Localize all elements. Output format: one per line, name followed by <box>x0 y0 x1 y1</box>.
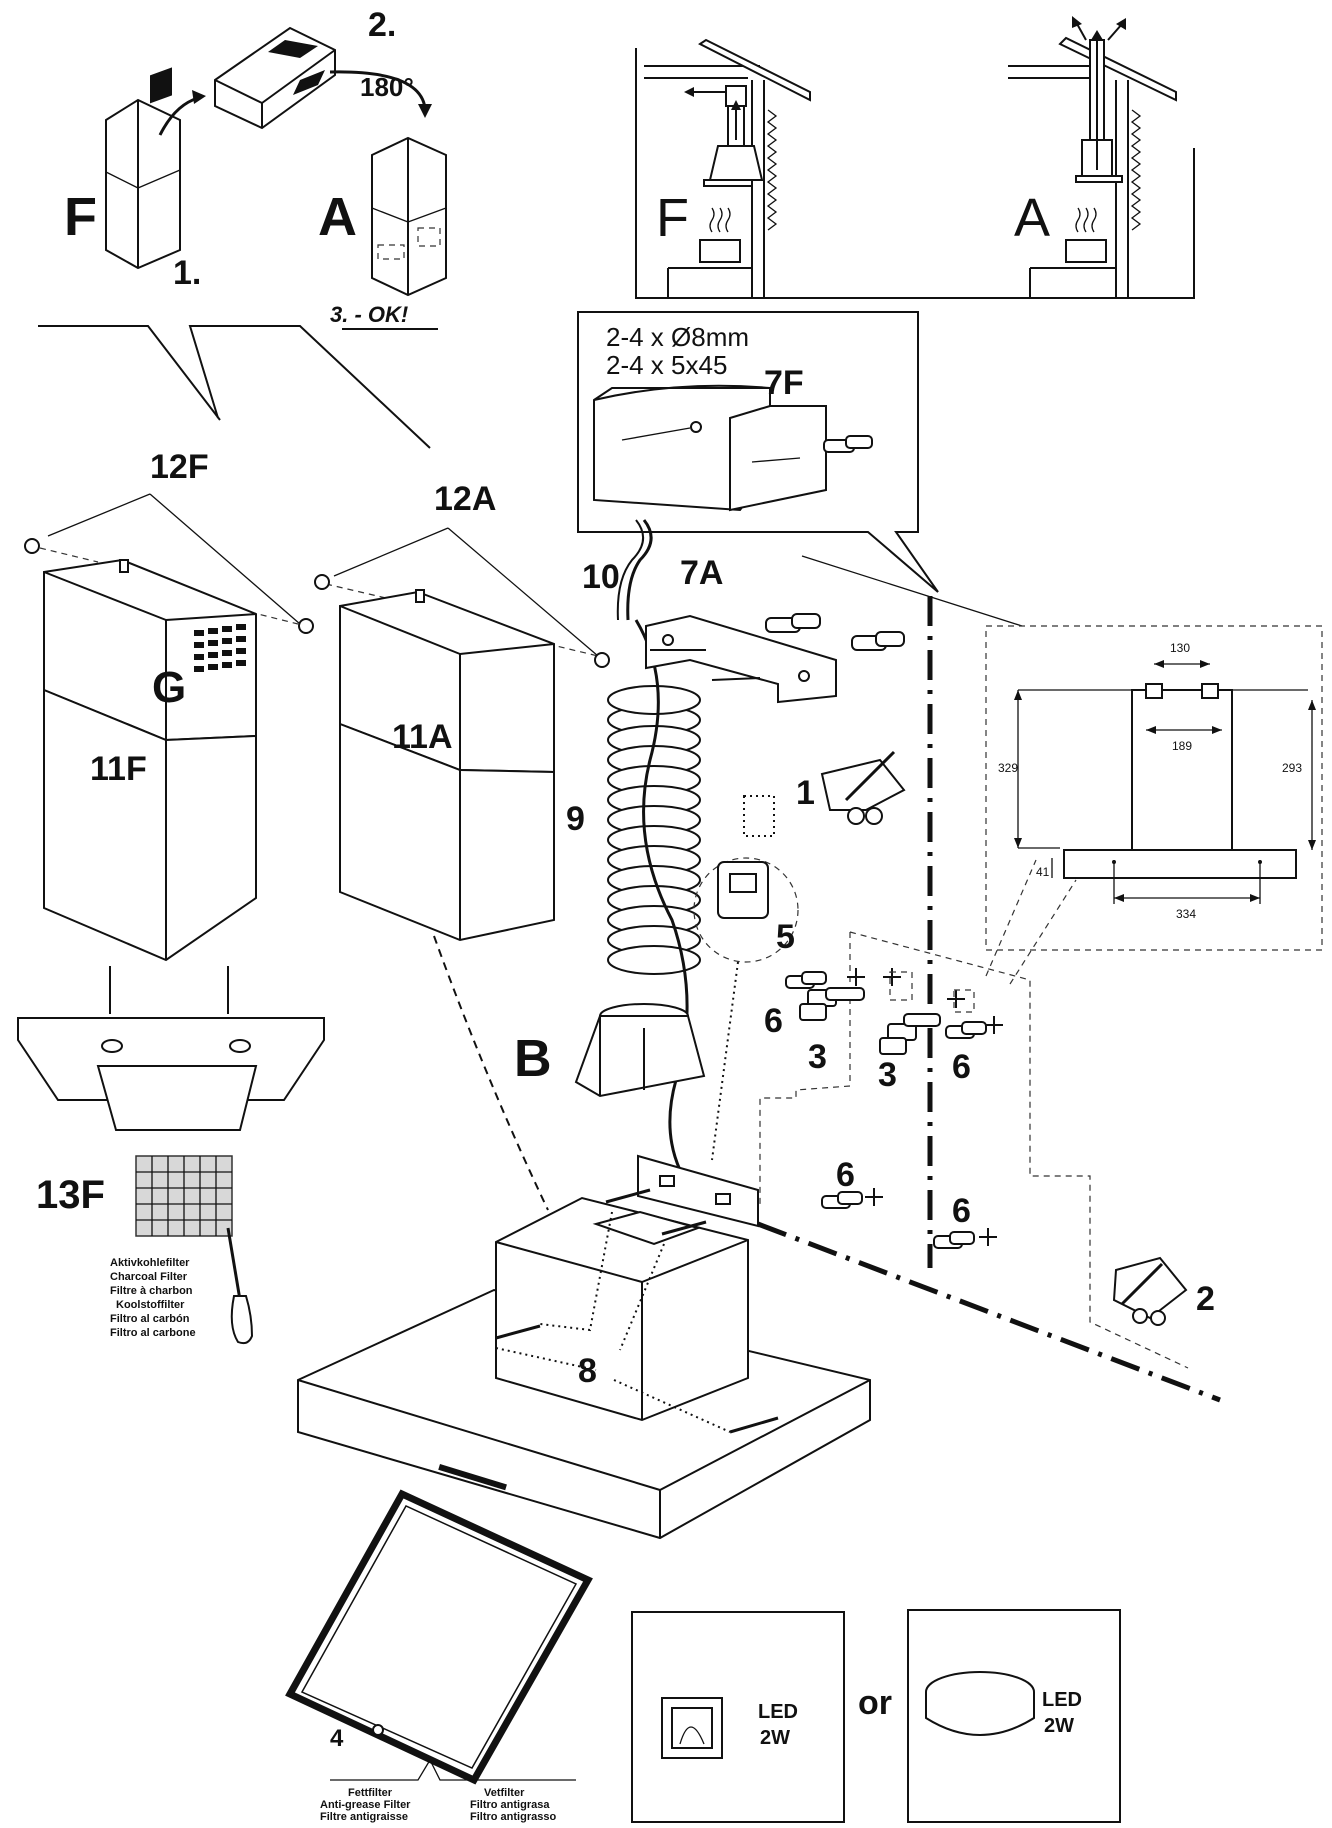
filter-mode-panel-letter: F <box>656 188 689 248</box>
part-6-label-d: 6 <box>952 1192 971 1230</box>
charcoal-label-en: Charcoal Filter <box>110 1271 188 1283</box>
or-label: or <box>858 1684 892 1722</box>
dim-130: 130 <box>1170 641 1190 655</box>
mounting-dimensions-drawing <box>985 625 1323 951</box>
grease-label-en: Anti-grease Filter <box>320 1799 411 1811</box>
grease-label-it: Filtro antigrasso <box>470 1811 556 1823</box>
dim-329: 329 <box>998 761 1018 775</box>
chimney-conversion-illustration <box>38 26 447 449</box>
led-option-2-label: LED <box>1042 1689 1082 1711</box>
dim-334: 334 <box>1176 907 1196 921</box>
grease-label-fr: Filtre antigraisse <box>320 1811 408 1823</box>
grease-label-nl: Vetfilter <box>484 1787 525 1799</box>
rotate-label: 180° <box>360 72 414 102</box>
part-5-label: 5 <box>776 918 795 956</box>
part-12F-label: 12F <box>150 448 209 486</box>
part-G-label: G <box>152 663 186 712</box>
fixing-spec-2: 2-4 x 5x45 <box>606 350 727 380</box>
chimney-12F-11F <box>24 493 314 962</box>
charcoal-filter-13F <box>17 966 325 1345</box>
part-B-label: B <box>514 1030 552 1088</box>
part-7F-label: 7F <box>764 364 804 402</box>
led-option-round <box>907 1609 1121 1823</box>
part-7A-label: 7A <box>680 554 723 592</box>
part-10-label: 10 <box>582 558 620 596</box>
wall-plugs-and-hooks <box>785 968 1003 1249</box>
grease-label-es: Filtro antigrasa <box>470 1799 550 1811</box>
led-option-1-label: LED <box>758 1701 798 1723</box>
dim-293: 293 <box>1282 761 1302 775</box>
part-11A-label: 11A <box>392 718 453 756</box>
charcoal-label-es: Filtro al carbón <box>110 1313 190 1325</box>
charcoal-label-it: Filtro al carbone <box>110 1327 196 1339</box>
charcoal-label-fr: Filtre à charbon <box>110 1285 193 1297</box>
dim-189: 189 <box>1172 739 1192 753</box>
part-2-label: 2 <box>1196 1280 1215 1318</box>
exhaust-mode-panel-letter: A <box>1014 188 1050 248</box>
step-1-label: 1. <box>173 254 201 292</box>
wall-bracket-7A <box>645 613 905 704</box>
flexible-duct-and-cable <box>574 519 706 1171</box>
exhaust-mode-letter: A <box>318 187 357 247</box>
pencil-marking-2 <box>1112 1256 1188 1326</box>
grease-label-de: Fettfilter <box>348 1787 393 1799</box>
fixing-spec-1: 2-4 x Ø8mm <box>606 322 749 352</box>
ceiling-centerline <box>757 1221 1221 1403</box>
part-3-label-b: 3 <box>878 1056 897 1094</box>
dim-41: 41 <box>1036 865 1050 879</box>
detail-5-bracket-hook <box>693 795 799 1161</box>
part-8-label: 8 <box>578 1352 597 1390</box>
cooker-hood-body <box>297 935 871 1540</box>
chimney-12A-11A <box>314 527 610 942</box>
part-6-label-c: 6 <box>836 1156 855 1194</box>
installation-modes-panel <box>635 16 1195 299</box>
part-4-label: 4 <box>330 1725 344 1752</box>
part-9-label: 9 <box>566 800 585 838</box>
part-12A-label: 12A <box>434 480 496 518</box>
part-1-label: 1 <box>796 774 815 812</box>
step-2-label: 2. <box>368 6 396 44</box>
filter-mode-letter: F <box>64 187 97 247</box>
hood-outline-projection <box>849 931 1189 1369</box>
led-option-square <box>631 1611 845 1823</box>
part-6-label-b: 6 <box>952 1048 971 1086</box>
part-13F-label: 13F <box>36 1173 105 1217</box>
pencil-marking-1 <box>820 750 906 825</box>
led-option-2-power: 2W <box>1044 1715 1074 1737</box>
part-11F-label: 11F <box>90 750 147 788</box>
charcoal-label-nl: Koolstoffilter <box>116 1299 185 1311</box>
charcoal-label-de: Aktivkohlefilter <box>110 1257 190 1269</box>
step-3-label: 3. - OK! <box>330 302 408 327</box>
part-3-label-a: 3 <box>808 1038 827 1076</box>
led-option-1-power: 2W <box>760 1727 790 1749</box>
bracket-detail-box <box>577 311 939 593</box>
part-6-label-a: 6 <box>764 1002 783 1040</box>
grease-filter-4 <box>285 1489 593 1785</box>
